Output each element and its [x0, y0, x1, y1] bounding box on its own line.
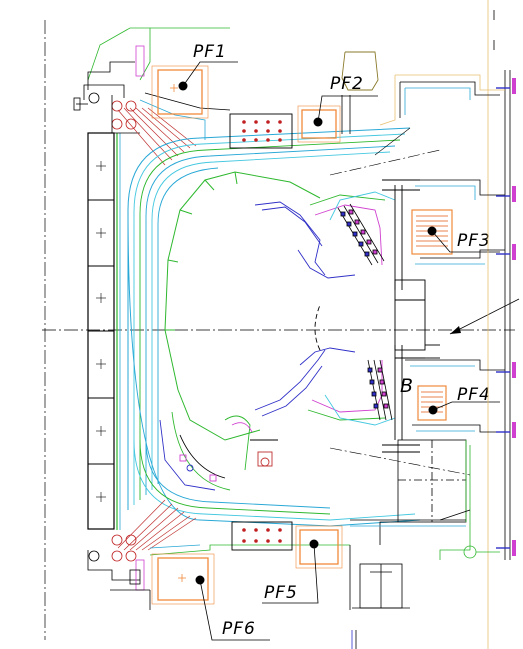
upper-shield-block	[229, 113, 293, 149]
midplane-port	[314, 279, 440, 359]
pf3-coil	[411, 209, 500, 255]
lower-components	[159, 411, 278, 491]
marker-b-label: B	[400, 375, 413, 397]
pf4-label: PF4	[457, 385, 491, 405]
lower-shield-block	[231, 521, 293, 551]
port-flanges	[496, 87, 510, 549]
lower-divertor-coils	[367, 359, 393, 421]
upper-support-structure	[73, 27, 231, 140]
pf1-coil	[151, 61, 238, 119]
pf5-label: PF5	[264, 583, 298, 603]
lower-divertor	[254, 345, 420, 453]
central-solenoid	[87, 132, 121, 530]
pf5-coil	[262, 525, 343, 604]
upper-feed-lines	[117, 107, 197, 166]
pf2-coil	[297, 51, 379, 143]
leader-arrow	[449, 298, 520, 335]
pf1-label: PF1	[193, 42, 227, 62]
pf2-label: PF2	[330, 74, 364, 94]
pf6-coil	[151, 553, 270, 641]
blanket-modules	[164, 171, 321, 441]
lower-port-box	[350, 439, 500, 560]
lower-support-structure	[87, 534, 351, 610]
upper-divertor-coils	[337, 203, 385, 266]
pf3-label: PF3	[457, 231, 491, 251]
pf4-coil	[417, 385, 500, 421]
reference-lines	[329, 127, 471, 476]
vacuum-vessel	[127, 127, 421, 527]
lower-feed-lines	[117, 499, 197, 551]
flange-markers	[512, 78, 516, 556]
right-outer-wall	[351, 0, 511, 649]
arrow-head	[450, 326, 461, 334]
upper-divertor	[254, 179, 420, 290]
pf6-label: PF6	[222, 619, 256, 639]
